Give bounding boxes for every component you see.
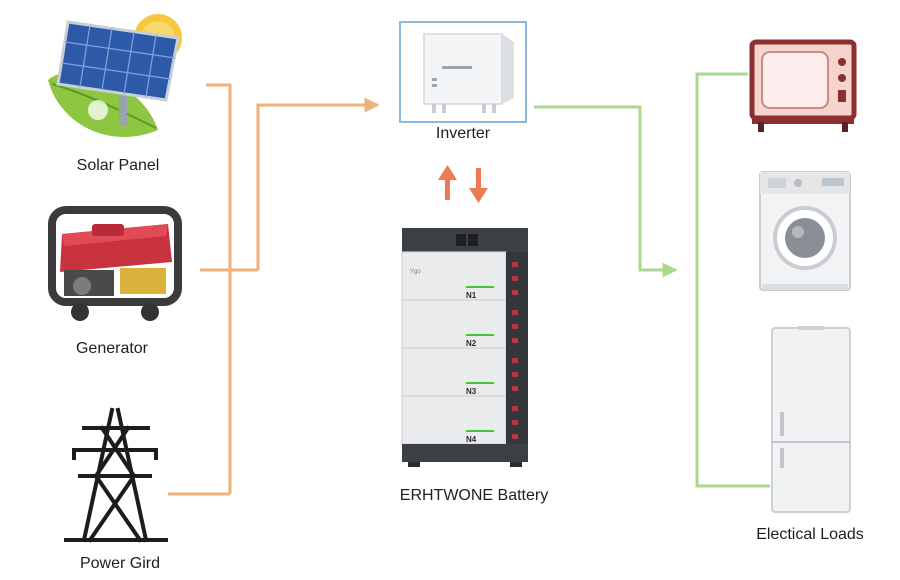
battery-module-n1: N1 [466,291,477,300]
generator-icon [48,206,182,321]
battery-stack-icon [401,228,528,467]
battery-module-n4: N4 [466,435,477,444]
charge-up-arrow-icon [438,165,457,200]
battery-arrows [438,165,488,203]
tv-icon [749,39,857,132]
battery-label: ERHTWONE Battery [400,487,548,504]
generator-label: Generator [76,340,149,357]
washing-machine-icon [759,171,851,291]
inverter-icon [399,21,527,123]
inverter-to-loads-connector [534,105,678,278]
solar-connector [206,83,232,494]
loads-bus [695,72,770,488]
inverter-label: Inverter [436,125,491,142]
power-grid-label: Power Gird [80,555,160,572]
refrigerator-icon [771,326,851,513]
power-tower-icon [64,407,168,543]
bus-to-inverter-connector [256,97,380,270]
battery-module-n3: N3 [466,387,477,396]
discharge-down-arrow-icon [469,168,488,203]
solar-panel-label: Solar Panel [77,157,160,174]
source-connectors [168,83,380,496]
electrical-loads-label: Electical Loads [756,526,864,543]
battery-brand: Ygo [410,269,421,275]
battery-module-n2: N2 [466,339,477,348]
load-connectors [534,72,770,488]
solar-panel-icon [48,14,182,137]
